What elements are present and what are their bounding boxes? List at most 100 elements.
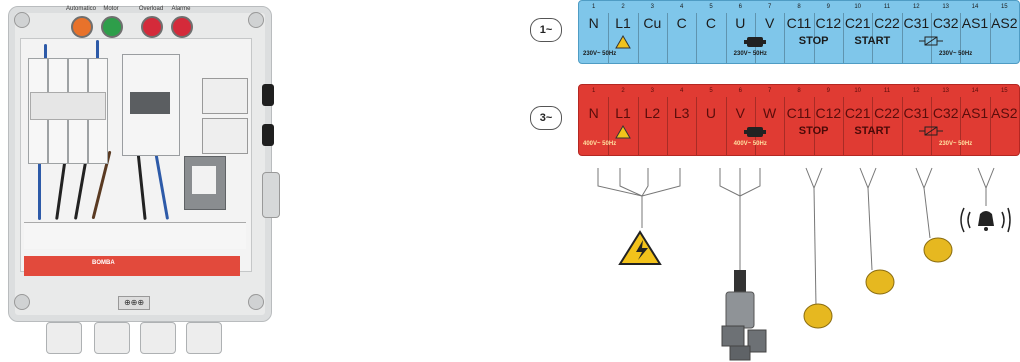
terminal-number: 12 bbox=[912, 88, 920, 94]
terminal-label: AS2 bbox=[991, 15, 1018, 31]
stop-label: STOP bbox=[798, 35, 829, 47]
warning-icon bbox=[615, 35, 631, 49]
terminal-label: C12 bbox=[815, 105, 842, 121]
float-switch-icon bbox=[803, 303, 833, 329]
cable-gland bbox=[46, 322, 82, 354]
terminal-label: U bbox=[735, 15, 746, 31]
external-knob bbox=[262, 124, 274, 146]
lamp-label: Motor bbox=[103, 6, 119, 12]
mains-cable bbox=[597, 168, 681, 228]
terminal-number: 13 bbox=[942, 4, 949, 10]
terminal-label: L2 bbox=[644, 105, 661, 121]
motor-lamp bbox=[101, 16, 123, 38]
terminal-number: 5 bbox=[709, 88, 713, 94]
terminal-label: Cu bbox=[643, 15, 662, 31]
control-box-photo: Automatico Motor Overload Alarme BOMBA ⊕… bbox=[0, 0, 300, 362]
terminal-label: C bbox=[676, 15, 687, 31]
terminal-number: 10 bbox=[854, 88, 861, 94]
three-phase-badge: 3~ bbox=[530, 106, 562, 130]
terminal-label: W bbox=[763, 105, 777, 121]
terminal-number: 9 bbox=[826, 88, 830, 94]
float-switch-icon bbox=[865, 269, 895, 295]
terminal-number: 1 bbox=[591, 4, 596, 10]
terminal-number: 11 bbox=[883, 88, 891, 94]
terminal-label: AS1 bbox=[961, 15, 989, 31]
terminal-number: 6 bbox=[738, 4, 742, 10]
terminal-number: 6 bbox=[738, 88, 742, 94]
terminal-number: 2 bbox=[621, 88, 625, 94]
pump-cable bbox=[719, 168, 761, 272]
external-knob bbox=[262, 84, 274, 106]
terminal-number: 9 bbox=[826, 4, 830, 10]
terminal-number: 14 bbox=[971, 4, 979, 10]
terminal-label: L1 bbox=[615, 105, 631, 121]
terminal-number: 13 bbox=[942, 88, 949, 94]
float-switch-cable bbox=[805, 167, 995, 307]
alarm-bell-icon bbox=[960, 207, 1011, 233]
terminal-label: C11 bbox=[786, 105, 812, 121]
terminal-number: 2 bbox=[621, 4, 625, 10]
terminal-number: 1 bbox=[591, 88, 596, 94]
terminal-label: C21 bbox=[844, 105, 871, 121]
bottom-socket: ⊕⊕⊕ bbox=[118, 296, 150, 310]
terminal-label: C22 bbox=[874, 15, 900, 31]
terminal-number: 10 bbox=[854, 4, 861, 10]
terminal-number: 4 bbox=[679, 88, 684, 94]
transformer-label bbox=[192, 166, 216, 194]
terminal-number: 8 bbox=[797, 88, 801, 94]
terminal-label: C31 bbox=[903, 105, 930, 121]
terminal-number: 15 bbox=[1000, 88, 1008, 94]
terminal-number: 11 bbox=[883, 4, 891, 10]
side-gland bbox=[262, 172, 280, 218]
voltage-right: 230V~ 50Hz bbox=[939, 141, 973, 147]
cable-gland bbox=[186, 322, 222, 354]
side-switch bbox=[202, 118, 248, 154]
terminal-label: N bbox=[588, 15, 599, 31]
terminal-label: U bbox=[705, 105, 717, 121]
terminal-number: 3 bbox=[650, 4, 654, 10]
indicator-lamp-row: Automatico Motor Overload Alarme bbox=[66, 6, 206, 42]
automatic-lamp bbox=[71, 16, 93, 38]
motor-icon bbox=[744, 37, 766, 47]
terminal-number: 15 bbox=[1000, 4, 1008, 10]
side-switch bbox=[202, 78, 248, 114]
voltage-mid: 230V~ 50Hz bbox=[733, 51, 767, 57]
breaker-toggle bbox=[30, 92, 106, 120]
screw-icon bbox=[14, 12, 30, 28]
terminal-number: 3 bbox=[650, 88, 654, 94]
terminal-number: 5 bbox=[709, 4, 713, 10]
single-phase-badge: 1~ bbox=[530, 18, 562, 42]
terminal-label: AS1 bbox=[961, 105, 989, 121]
screw-icon bbox=[14, 294, 30, 310]
voltage-left: 400V~ 50Hz bbox=[583, 141, 617, 147]
terminal-number: 14 bbox=[971, 88, 979, 94]
terminal-label: C31 bbox=[903, 15, 930, 31]
terminal-number: 12 bbox=[912, 4, 920, 10]
terminal-label: BOMBA bbox=[92, 260, 115, 266]
terminal-label: C32 bbox=[932, 105, 959, 121]
voltage-right: 230V~ 50Hz bbox=[939, 51, 973, 57]
start-label: START bbox=[854, 35, 891, 47]
lamp-label: Alarme bbox=[171, 6, 191, 12]
screw-icon bbox=[248, 294, 264, 310]
terminal-label: N bbox=[588, 105, 599, 121]
voltage-mid: 400V~ 50Hz bbox=[733, 141, 767, 147]
relay-icon bbox=[919, 126, 943, 136]
terminal-number: 8 bbox=[797, 4, 801, 10]
float-switch-icon bbox=[923, 237, 953, 263]
cable-gland bbox=[94, 322, 130, 354]
lamp-label: Overload bbox=[138, 6, 164, 12]
terminal-label: L3 bbox=[673, 105, 690, 121]
high-voltage-warning-icon bbox=[618, 230, 662, 265]
connection-drawing bbox=[597, 167, 1011, 361]
stop-label: STOP bbox=[798, 125, 829, 137]
terminal-label: C bbox=[705, 15, 717, 31]
terminal-number: 7 bbox=[767, 4, 772, 10]
screw-icon bbox=[248, 12, 264, 28]
terminal-label: C21 bbox=[844, 15, 871, 31]
motor-icon bbox=[744, 127, 766, 137]
terminal-label: V bbox=[735, 105, 745, 121]
submersible-pump-icon bbox=[721, 270, 767, 361]
